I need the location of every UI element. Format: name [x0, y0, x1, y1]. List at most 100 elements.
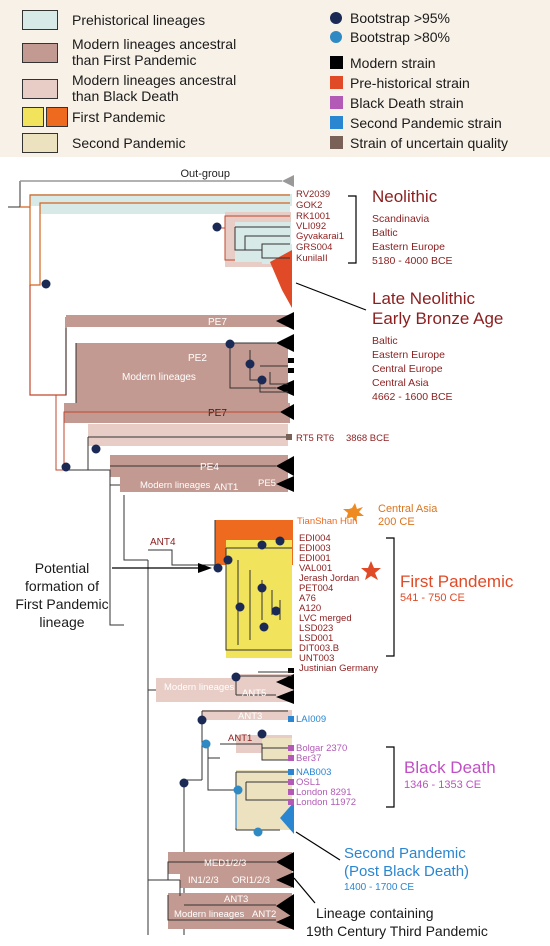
strain-label: LVC merged: [299, 613, 352, 624]
strain-label: KunilaII: [296, 253, 328, 264]
legend-first-pandemic-label: First Pandemic: [72, 109, 166, 125]
black-death-title: Black Death: [404, 758, 496, 777]
swatch-prehistorical: [22, 10, 58, 30]
clade-label-ori: ORI1/2/3: [232, 875, 270, 886]
late-neolithic-annotation: Late Neolithic Early Bronze Age Baltic E…: [372, 289, 503, 403]
clade-label-med: MED1/2/3: [204, 858, 246, 869]
potential-line: formation of: [25, 578, 99, 594]
uncertain-strain-marker: [330, 136, 343, 149]
strain-label: GOK2: [296, 200, 322, 211]
clade-label-pe4: PE4: [200, 462, 219, 473]
first-pandemic-annotation: First Pandemic 541 - 750 CE: [400, 572, 514, 604]
clade-label-modern-4: Modern lineages: [174, 909, 244, 920]
swatch-ancestral-first-pandemic: [22, 43, 58, 63]
late-neolithic-date: 4662 - 1600 BCE: [372, 391, 453, 403]
strain-label: A120: [299, 603, 321, 614]
swatch-second-pandemic: [22, 133, 58, 153]
first-pandemic-date: 541 - 750 CE: [400, 592, 465, 604]
late-neolithic-region: Eastern Europe: [372, 349, 445, 361]
first-pandemic-title: First Pandemic: [400, 572, 514, 591]
strain-label: EDI003: [299, 543, 331, 554]
clade-label-modern-1: Modern lineages: [122, 372, 196, 383]
bootstrap-80-dot: [330, 31, 342, 43]
strain-label: London 11972: [296, 797, 356, 808]
tianshan-date: 200 CE: [378, 516, 415, 528]
potential-annotation: Potential formation of First Pandemic li…: [15, 560, 108, 630]
rt-date: 3868 BCE: [346, 433, 389, 444]
bootstrap-95-dot: [330, 12, 342, 24]
strain-label: A76: [299, 593, 316, 604]
clade-label-pe7-lower: PE7: [208, 408, 227, 419]
strain-label: VLI092: [296, 221, 326, 232]
strain-label: Gyvakarai1: [296, 231, 344, 242]
second-pandemic-title-2: (Post Black Death): [344, 863, 469, 880]
neolithic-region: Baltic: [372, 227, 398, 239]
legend-ancestral-first-label-1: Modern lineages ancestral: [72, 36, 237, 52]
strain-label: Jerash Jordan: [299, 573, 359, 584]
bootstrap-80-label: Bootstrap >80%: [350, 29, 451, 45]
legend-panel: Prehistorical lineages Modern lineages a…: [0, 0, 550, 157]
outgroup-label: Out-group: [180, 168, 230, 180]
strain-label: GRS004: [296, 242, 332, 253]
strain-label: Justinian Germany: [299, 663, 378, 674]
strain-label: EDI004: [299, 533, 331, 544]
second-pandemic-strain-marker: [330, 116, 343, 129]
clade-label-ant2: ANT2: [252, 909, 276, 920]
black-death-date: 1346 - 1353 CE: [404, 779, 481, 791]
late-neolithic-region: Central Europe: [372, 363, 443, 375]
late-neolithic-title-1: Late Neolithic: [372, 289, 476, 308]
legend-ancestral-first-label-2: than First Pandemic: [72, 52, 197, 68]
clade-label-ant3-top: ANT3: [238, 711, 262, 722]
strain-label: EDI001: [299, 553, 331, 564]
clade-label-ant5: ANT5: [242, 688, 266, 699]
black-death-annotation: Black Death 1346 - 1353 CE: [404, 758, 496, 791]
third-pandemic-line: 19th Century Third Pandemic: [306, 923, 488, 939]
clade-label-ant1-mid: ANT1: [228, 733, 252, 744]
strain-label: UNT003: [299, 653, 334, 664]
black-death-strain-marker: [330, 96, 343, 109]
legend-ancestral-bd-label-2: than Black Death: [72, 88, 179, 104]
clade-label-modern-3: Modern lineages: [164, 682, 234, 693]
first-pandemic-strain-labels: EDI004 EDI003 EDI001 VAL001 Jerash Jorda…: [299, 533, 378, 674]
modern-strain-label: Modern strain: [350, 55, 436, 71]
jerash-star-icon: [361, 561, 381, 580]
tianshan-label: TianShan Hun: [297, 516, 357, 527]
late-neolithic-title-2: Early Bronze Age: [372, 309, 503, 328]
strain-label: RV2039: [296, 189, 330, 200]
neolithic-date: 5180 - 4000 BCE: [372, 255, 453, 267]
late-neolithic-region: Baltic: [372, 335, 398, 347]
clade-label-ant4: ANT4: [150, 537, 176, 548]
modern-strain-marker: [330, 56, 343, 69]
second-pandemic-annotation: Second Pandemic (Post Black Death) 1400 …: [344, 845, 469, 893]
bootstrap-95-label: Bootstrap >95%: [350, 10, 451, 26]
ant5-clade: Modern lineages ANT5: [148, 668, 294, 704]
late-neolithic-region: Central Asia: [372, 377, 429, 389]
tianshan-star-icon: [343, 503, 364, 522]
neolithic-annotation: Neolithic Scandinavia Baltic Eastern Eur…: [372, 187, 453, 267]
strain-label: LAI009: [296, 714, 326, 725]
uncertain-strain-label: Strain of uncertain quality: [350, 135, 508, 151]
third-pandemic-line: Lineage containing: [316, 905, 434, 921]
potential-line: Potential: [35, 560, 89, 576]
tianshan-region: Central Asia: [378, 503, 438, 515]
neolithic-clade: RV2039 GOK2 RK1001 VLI092 Gyvakarai1 GRS…: [20, 189, 344, 308]
second-pandemic-title-1: Second Pandemic: [344, 845, 466, 862]
first-pandemic-clade: ANT4 TianShan Hun Central Asia 200 CE: [148, 503, 438, 658]
potential-line: First Pandemic: [15, 596, 108, 612]
strain-label: LSD001: [299, 633, 333, 644]
prehistorical-strain-label: Pre-historical strain: [350, 75, 470, 91]
strain-label: RK1001: [296, 211, 330, 222]
strain-label: LSD023: [299, 623, 333, 634]
strain-label: DIT003.B: [299, 643, 339, 654]
strain-label: PET004: [299, 583, 333, 594]
clade-label-ant3-bottom: ANT3: [224, 894, 248, 905]
pe4-pe5-clade: PE4 Modern lineages ANT1 PE5: [61, 444, 294, 493]
pe-clade-upper: PE7 PE2 Modern lineages: [65, 312, 294, 403]
clade-label-ant1-top: ANT1: [214, 482, 238, 493]
late-neolithic-triangle: [270, 250, 292, 308]
annotation-lines: [112, 195, 395, 904]
potential-line: lineage: [39, 614, 84, 630]
legend-second-pandemic-label: Second Pandemic: [72, 135, 186, 151]
clade-label-in: IN1/2/3: [188, 875, 219, 886]
